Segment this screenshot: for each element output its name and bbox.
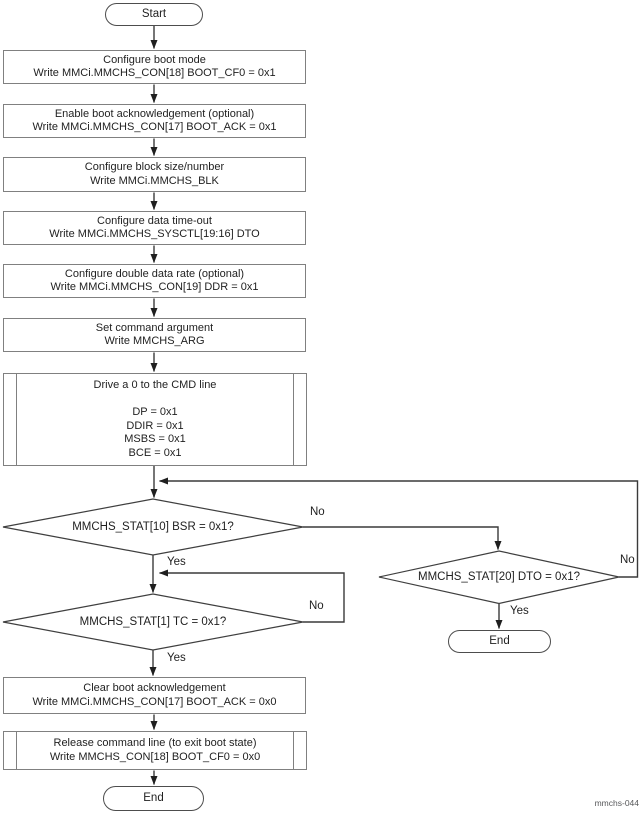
process-enable-boot-ack: Enable boot acknowledgement (optional) W… xyxy=(3,104,306,138)
process-line: Configure data time-out xyxy=(97,214,212,227)
dto-no-label: No xyxy=(620,554,635,566)
bsr-no-label: No xyxy=(310,506,325,518)
predefined-line: Release command line (to exit boot state… xyxy=(53,737,257,749)
decision-dto-label: MMCHS_STAT[20] DTO = 0x1? xyxy=(417,571,580,583)
predefined-line: Write MMCHS_CON[18] BOOT_CF0 = 0x0 xyxy=(49,750,261,763)
predefined-release-cmd-line: Release command line (to exit boot state… xyxy=(3,731,307,770)
edge-bsr-no xyxy=(303,526,502,550)
bsr-yes-label: Yes xyxy=(167,556,186,568)
process-line: Configure block size/number xyxy=(84,161,225,173)
edge-tc-no-loop xyxy=(159,569,345,623)
process-line: Write MMCi.MMCHS_CON[17] BOOT_ACK = 0x1 xyxy=(32,121,277,133)
process-line: Clear boot acknowledgement xyxy=(83,682,226,694)
terminator-start: Start xyxy=(105,3,203,26)
process-line: Enable boot acknowledgement (optional) xyxy=(54,107,255,120)
process-line: Write MMCi.MMCHS_SYSCTL[19:16] DTO xyxy=(49,228,260,240)
decision-tc-shape xyxy=(2,593,304,651)
process-clear-boot-ack: Clear boot acknowledgement Write MMCi.MM… xyxy=(3,677,306,714)
process-line: Write MMCi.MMCHS_BLK xyxy=(90,174,219,187)
predefined-right-bar xyxy=(293,373,294,466)
predefined-right-bar xyxy=(293,731,294,770)
predefined-line: MSBS = 0x1 xyxy=(124,433,186,445)
process-line: Write MMCHS_ARG xyxy=(104,335,205,347)
process-line: Configure boot mode xyxy=(103,53,206,66)
process-configure-ddr: Configure double data rate (optional) Wr… xyxy=(3,264,306,298)
decision-bsr-label: MMCHS_STAT[10] BSR = 0x1? xyxy=(72,521,234,533)
terminator-end-bottom-label: End xyxy=(143,791,164,804)
decision-dto-shape xyxy=(378,550,620,605)
process-line: Write MMCi.MMCHS_CON[18] BOOT_CF0 = 0x1 xyxy=(33,67,276,79)
process-set-cmd-arg: Set command argument Write MMCHS_ARG xyxy=(3,318,306,352)
terminator-end-bottom: End xyxy=(103,786,204,811)
process-line: Configure double data rate (optional) xyxy=(64,267,245,280)
predefined-title: Drive a 0 to the CMD line xyxy=(93,379,217,391)
dto-yes-label: Yes xyxy=(510,605,529,617)
predefined-line: DP = 0x1 xyxy=(132,406,178,418)
predefined-left-bar xyxy=(16,731,17,770)
process-configure-block: Configure block size/number Write MMCi.M… xyxy=(3,157,306,192)
figure-id-caption: mmchs-044 xyxy=(594,798,639,808)
tc-yes-label: Yes xyxy=(167,652,186,664)
tc-no-label: No xyxy=(309,600,324,612)
predefined-drive-cmd-line: Drive a 0 to the CMD line DP = 0x1 DDIR … xyxy=(3,373,307,466)
process-configure-boot-mode: Configure boot mode Write MMCi.MMCHS_CON… xyxy=(3,50,306,84)
predefined-line: BCE = 0x1 xyxy=(128,446,182,459)
edge-dto-no-loop xyxy=(159,477,639,578)
predefined-left-bar xyxy=(16,373,17,466)
terminator-end-right-label: End xyxy=(489,634,510,647)
process-configure-data-timeout: Configure data time-out Write MMCi.MMCHS… xyxy=(3,211,306,245)
process-line: Write MMCi.MMCHS_CON[17] BOOT_ACK = 0x0 xyxy=(32,695,277,708)
terminator-end-right: End xyxy=(448,630,551,653)
process-line: Write MMCi.MMCHS_CON[19] DDR = 0x1 xyxy=(50,281,259,293)
predefined-line: DDIR = 0x1 xyxy=(126,419,184,432)
decision-bsr-shape xyxy=(2,498,304,556)
terminator-start-label: Start xyxy=(141,7,167,20)
process-line: Set command argument xyxy=(95,321,214,334)
decision-tc-label: MMCHS_STAT[1] TC = 0x1? xyxy=(79,616,227,628)
